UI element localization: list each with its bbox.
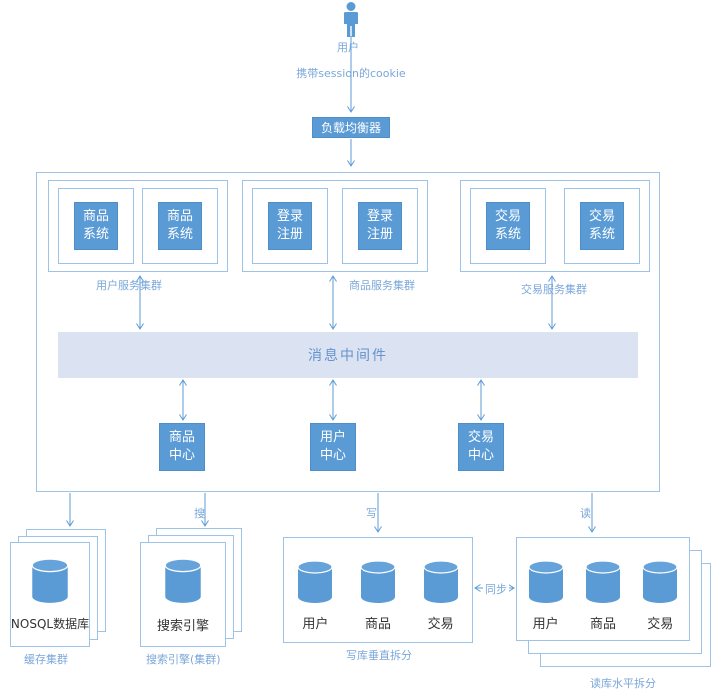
product-center-node: 商品 中心 [159, 423, 205, 471]
database-icon [642, 560, 678, 603]
database-icon [360, 560, 396, 603]
user-center-node: 用户 中心 [310, 423, 356, 471]
write-db-product: 商品 [358, 559, 398, 632]
write-db-box: 用户 商品 交易 [283, 537, 473, 643]
service-layer-container [36, 172, 660, 492]
database-icon [423, 560, 459, 603]
database-icon [164, 558, 202, 603]
write-flow-label: 写 [366, 507, 377, 520]
nosql-db-title: NOSQL数据库 [10, 617, 90, 631]
cluster-node-frame: 交易 系统 [564, 188, 640, 264]
database-icon [528, 560, 564, 603]
read-db-product-label: 商品 [589, 617, 616, 632]
cluster-node-frame: 登录 注册 [342, 188, 418, 264]
read-db-product: 商品 [583, 559, 623, 632]
write-db-user-label: 用户 [302, 617, 329, 632]
search-cluster-caption: 搜索引擎(集群) [146, 653, 221, 666]
cluster-node-frame: 交易 系统 [470, 188, 546, 264]
trade-system-node: 交易 系统 [579, 202, 624, 250]
user-service-cluster: 商品 系统 商品 系统 [48, 180, 228, 272]
user-icon [338, 2, 364, 42]
cache-cluster-caption: 缓存集群 [24, 653, 68, 666]
search-engine-card: 搜索引擎 [140, 542, 226, 647]
cluster-node-frame: 商品 系统 [142, 188, 218, 264]
cluster-node-frame: 商品 系统 [58, 188, 134, 264]
search-engine-title: 搜索引擎 [156, 619, 209, 634]
login-register-node: 登录 注册 [357, 202, 402, 250]
database-icon [31, 558, 69, 603]
trade-service-cluster-label: 交易服务集群 [521, 283, 587, 296]
search-flow-label: 搜 [194, 507, 205, 520]
login-register-node: 登录 注册 [267, 202, 312, 250]
sync-label: 同步 [483, 581, 509, 597]
product-service-cluster-label: 商品服务集群 [349, 279, 415, 292]
read-db-box: 用户 商品 交易 [516, 537, 690, 641]
trade-system-node: 交易 系统 [485, 202, 530, 250]
session-cookie-label: 携带session的cookie [296, 67, 406, 80]
user-label: 用户 [337, 41, 359, 54]
read-db-user-label: 用户 [532, 617, 559, 632]
write-db-trade-label: 交易 [427, 617, 454, 632]
write-db-caption: 写库垂直拆分 [346, 649, 412, 662]
database-icon [297, 560, 333, 603]
user-service-cluster-label: 用户服务集群 [96, 279, 162, 292]
product-service-cluster: 登录 注册 登录 注册 [242, 180, 428, 272]
read-db-caption: 读库水平拆分 [590, 677, 656, 690]
write-db-trade: 交易 [421, 559, 461, 632]
read-db-trade-label: 交易 [647, 617, 674, 632]
trade-center-node: 交易 中心 [458, 423, 504, 471]
nosql-db-card: NOSQL数据库 [10, 542, 90, 647]
product-system-node: 商品 系统 [157, 202, 202, 250]
write-db-product-label: 商品 [364, 617, 391, 632]
load-balancer-node: 负载均衡器 [312, 117, 390, 138]
read-db-user: 用户 [526, 559, 566, 632]
cluster-node-frame: 登录 注册 [252, 188, 328, 264]
database-icon [585, 560, 621, 603]
read-flow-label: 读 [580, 507, 591, 520]
product-system-node: 商品 系统 [73, 202, 118, 250]
message-middleware-bar: 消息中间件 [58, 332, 638, 378]
write-db-user: 用户 [295, 559, 335, 632]
read-db-trade: 交易 [640, 559, 680, 632]
trade-service-cluster: 交易 系统 交易 系统 [460, 180, 650, 272]
